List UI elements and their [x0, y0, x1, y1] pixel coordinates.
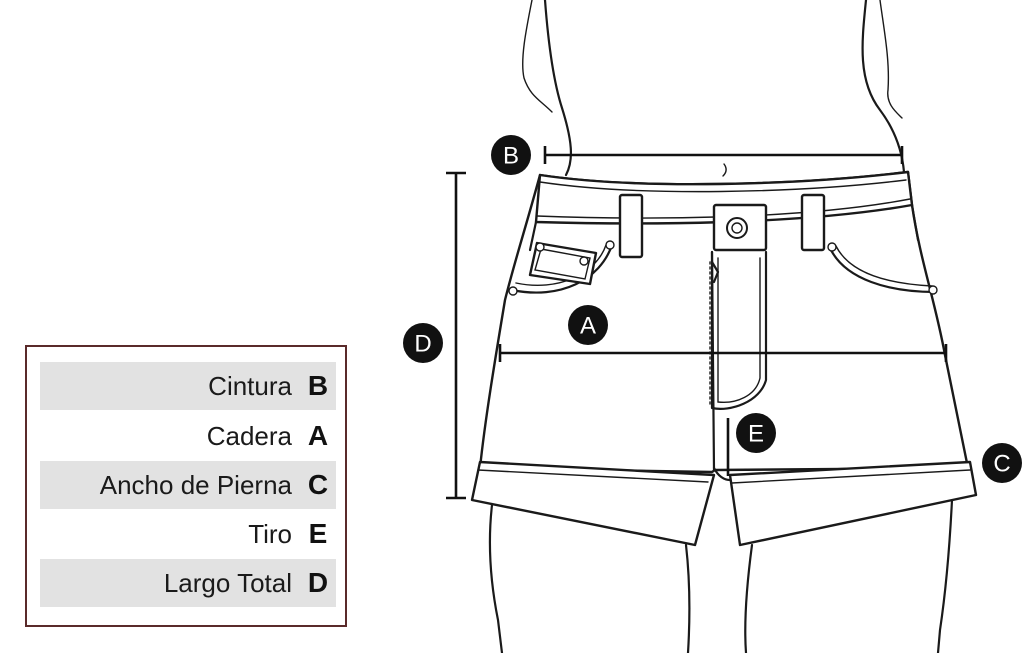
legend-row-cintura: Cintura B [40, 362, 336, 410]
legend-label: Cadera [206, 420, 292, 451]
marker-e: E [736, 413, 776, 453]
legend-letter: D [307, 567, 329, 598]
marker-d: D [403, 323, 443, 363]
legend-label: Ancho de Pierna [99, 469, 292, 500]
marker-c-label: C [993, 451, 1010, 478]
legend-row-tiro: Tiro E [40, 510, 336, 558]
marker-c: C [982, 443, 1022, 483]
marker-a-label: A [580, 313, 596, 340]
hip-measure-line [498, 344, 948, 362]
legend-label: Cintura [208, 370, 292, 401]
marker-e-label: E [748, 421, 764, 448]
shorts-drawing [470, 170, 978, 547]
marker-b-label: B [503, 143, 519, 170]
legend-letter: E [308, 518, 328, 549]
total-length-measure-line [446, 171, 466, 500]
marker-b: B [491, 135, 531, 175]
legend-letter: A [307, 420, 329, 451]
legend-letter: B [307, 370, 329, 401]
legend-row-largo-total: Largo Total D [40, 559, 336, 607]
measurement-legend: Cintura B Cadera A Ancho de Pierna C Tir… [25, 345, 347, 627]
legend-row-cadera: Cadera A [40, 412, 336, 460]
legend-label: Largo Total [163, 567, 292, 598]
legend-letter: C [307, 469, 329, 500]
marker-a: A [568, 305, 608, 345]
legend-label: Tiro [248, 518, 292, 549]
torso-outline [522, 0, 906, 177]
legend-row-ancho-de-pierna: Ancho de Pierna C [40, 461, 336, 509]
marker-d-label: D [414, 331, 431, 358]
legs-outline [488, 498, 954, 653]
waist-measure-line [543, 146, 904, 164]
